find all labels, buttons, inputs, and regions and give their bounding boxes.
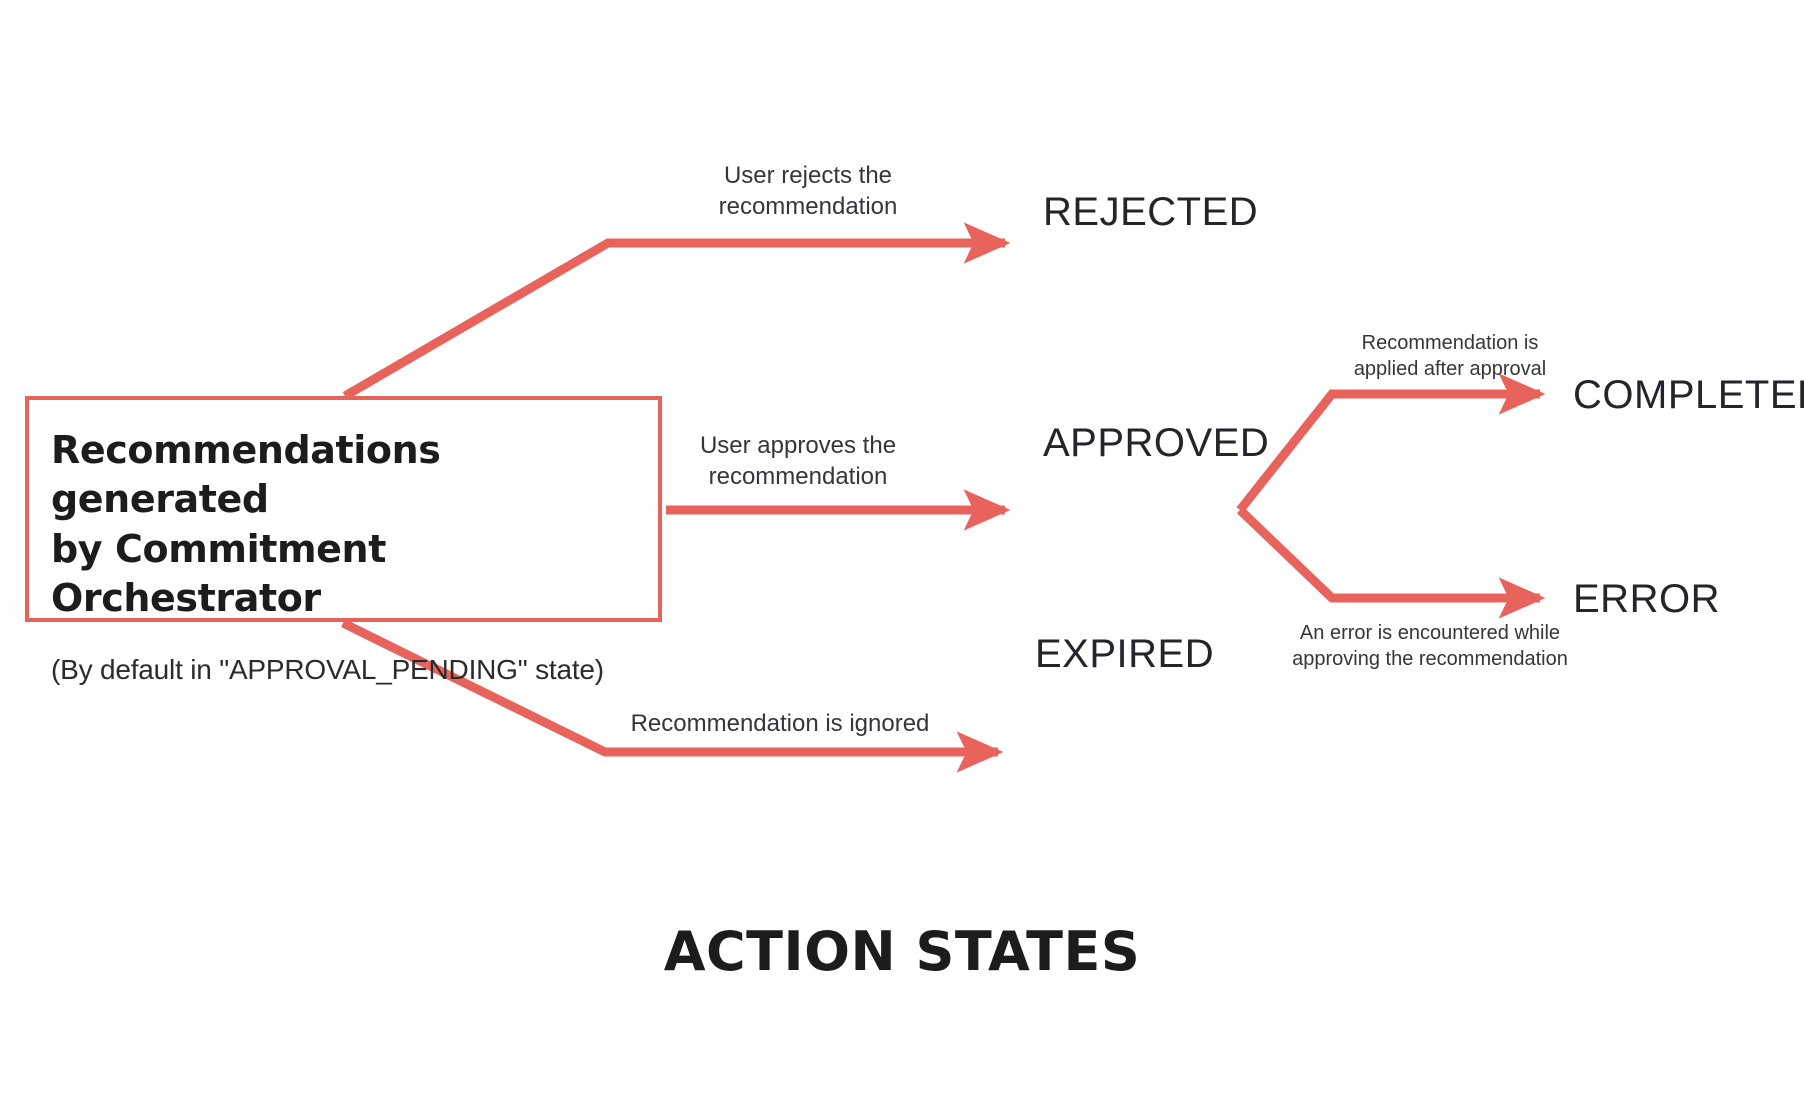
edge-path-rejected: [342, 222, 1011, 400]
edge-path-error: [1236, 506, 1546, 619]
edge-label-expired: Recommendation is ignored: [630, 710, 930, 737]
source-node-title-line-1: Recommendations generated: [51, 428, 441, 522]
source-node-title: Recommendations generated by Commitment …: [51, 426, 636, 624]
edge-label-approved: User approves the recommendation: [699, 432, 897, 491]
source-node-box: Recommendations generated by Commitment …: [25, 396, 662, 685]
source-node-subtitle: (By default in "APPROVAL_PENDING" state): [51, 653, 604, 685]
state-node-completed: COMPLETED: [1573, 373, 1804, 417]
state-node-approved: APPROVED: [1043, 421, 1270, 465]
edge-label-error: An error is encountered while approving …: [1292, 622, 1568, 670]
edge-path-completed: [1236, 373, 1546, 513]
state-node-rejected: REJECTED: [1043, 190, 1259, 234]
diagram-title: ACTION STATES: [663, 920, 1141, 983]
edge-label-completed: Recommendation is applied after approval: [1353, 332, 1547, 380]
state-node-expired: EXPIRED: [1035, 632, 1215, 676]
source-node-title-line-2: by Commitment Orchestrator: [51, 526, 386, 621]
state-node-error: ERROR: [1573, 577, 1720, 621]
edge-label-rejected: User rejects the recommendation: [718, 162, 898, 221]
